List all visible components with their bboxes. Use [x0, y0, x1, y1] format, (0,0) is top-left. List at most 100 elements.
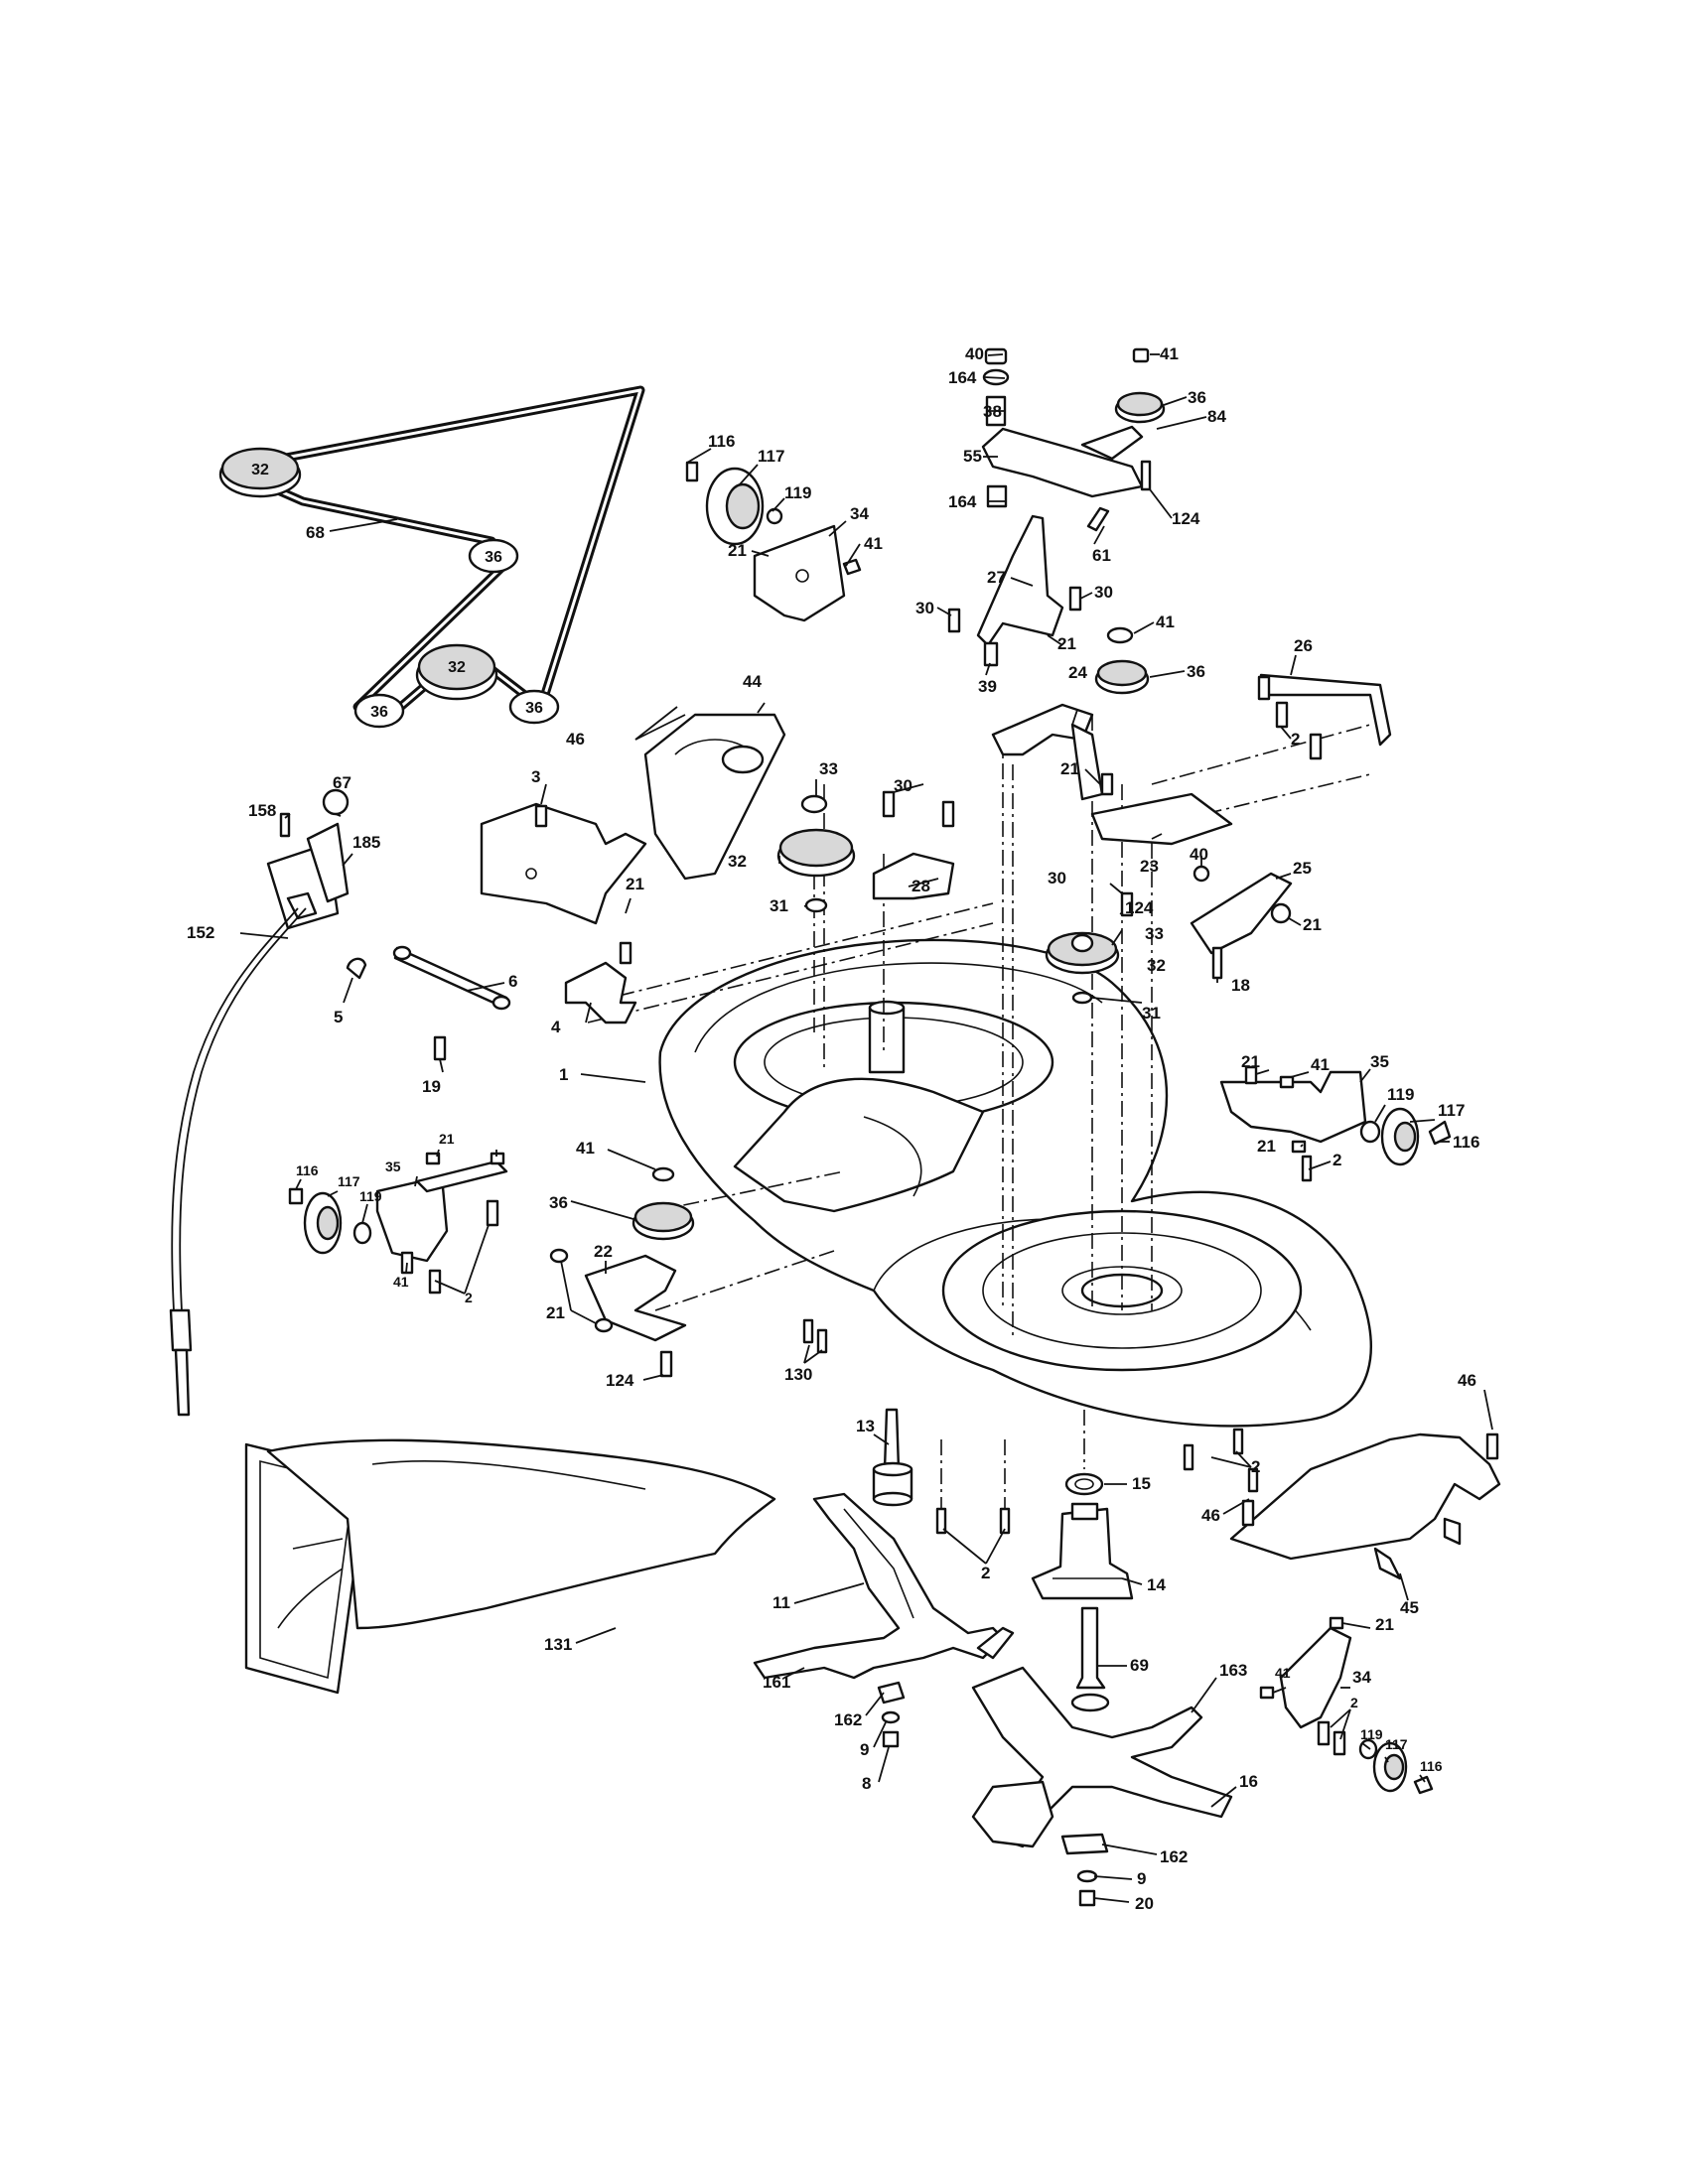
- callout-61: 61: [1092, 546, 1111, 565]
- callout-35: 35: [385, 1159, 401, 1174]
- callout-22: 22: [594, 1242, 613, 1261]
- callout-21: 21: [626, 875, 644, 893]
- callout-21: 21: [1375, 1615, 1394, 1634]
- callout-21: 21: [1257, 1137, 1276, 1156]
- callout-23: 23: [1140, 857, 1159, 876]
- callout-21: 21: [439, 1131, 455, 1147]
- deck-hanger-bracket-front-left: [346, 802, 647, 1061]
- callout-161: 161: [763, 1673, 790, 1692]
- callout-20: 20: [1135, 1894, 1154, 1913]
- callout-26: 26: [1294, 636, 1313, 655]
- callout-31: 31: [1142, 1004, 1161, 1023]
- callout-46: 46: [566, 730, 585, 749]
- callout-33: 33: [819, 759, 838, 778]
- callout-21: 21: [546, 1303, 565, 1322]
- callout-41: 41: [1275, 1665, 1291, 1681]
- callout-38: 38: [983, 402, 1002, 421]
- callout-19: 19: [422, 1077, 441, 1096]
- callout-117: 117: [338, 1173, 360, 1189]
- callout-25: 25: [1293, 859, 1312, 878]
- callout-21: 21: [728, 541, 747, 560]
- idler-bracket-right-top: [991, 673, 1392, 846]
- callout-21: 21: [1057, 634, 1076, 653]
- callout-2: 2: [1291, 730, 1300, 749]
- callout-67: 67: [333, 773, 351, 792]
- callout-33: 33: [1145, 924, 1164, 943]
- callout-164: 164: [948, 492, 977, 511]
- callout-4: 4: [551, 1018, 561, 1036]
- callout-164: 164: [948, 368, 977, 387]
- callout-45: 45: [1400, 1598, 1419, 1617]
- callout-2: 2: [465, 1290, 473, 1305]
- pulley-36-left-deck: [632, 1166, 695, 1241]
- pulley-label: 36: [485, 549, 502, 566]
- callout-131: 131: [544, 1635, 572, 1654]
- callout-6: 6: [508, 972, 517, 991]
- pulley-label: 32: [448, 659, 466, 676]
- callout-163: 163: [1219, 1661, 1247, 1680]
- callout-28: 28: [912, 877, 930, 895]
- center-pulley-assembly: [643, 713, 955, 913]
- callout-39: 39: [978, 677, 997, 696]
- mower-deck-housing: [658, 938, 1372, 1428]
- callout-116: 116: [708, 432, 735, 451]
- belt-pulley-32-center: 32: [415, 643, 498, 701]
- mower-blade-right: [971, 1666, 1233, 1907]
- callout-116: 116: [1453, 1133, 1479, 1152]
- callout-2: 2: [981, 1564, 990, 1582]
- callout-119: 119: [1387, 1085, 1414, 1104]
- callout-9: 9: [1137, 1869, 1146, 1888]
- callout-21: 21: [1060, 759, 1079, 778]
- callout-116: 116: [1420, 1758, 1443, 1774]
- callout-130: 130: [784, 1365, 812, 1384]
- callout-5: 5: [334, 1008, 343, 1026]
- callout-32: 32: [728, 852, 747, 871]
- callout-41: 41: [1156, 613, 1175, 631]
- callout-44: 44: [743, 672, 762, 691]
- callout-68: 68: [306, 523, 325, 542]
- callout-32: 32: [1147, 956, 1166, 975]
- deck-hanger-bracket-rear-left: [549, 1248, 828, 1378]
- callout-14: 14: [1147, 1575, 1166, 1594]
- idler-assembly-right: [1219, 1065, 1452, 1182]
- callout-46: 46: [1458, 1371, 1476, 1390]
- callout-41: 41: [1160, 344, 1179, 363]
- callout-27: 27: [987, 568, 1006, 587]
- callout-13: 13: [856, 1417, 875, 1435]
- callout-41: 41: [864, 534, 883, 553]
- belt-pulley-36-right: 36: [508, 689, 560, 725]
- callout-1: 1: [559, 1065, 568, 1084]
- callout-36: 36: [549, 1193, 568, 1212]
- height-adjustment-lever-assembly: [169, 788, 350, 1417]
- callout-158: 158: [248, 801, 276, 820]
- callout-3: 3: [531, 767, 540, 786]
- pulley-label: 36: [525, 700, 543, 717]
- callout-21: 21: [1303, 915, 1322, 934]
- idler-bracket-right-lower: [1045, 865, 1293, 1005]
- callout-40: 40: [1190, 845, 1208, 864]
- pulley-label: 32: [251, 462, 269, 478]
- spindle-left: [872, 1408, 1011, 1535]
- callout-15: 15: [1132, 1474, 1151, 1493]
- callout-41: 41: [576, 1139, 595, 1158]
- callout-16: 16: [1239, 1772, 1258, 1791]
- callout-55: 55: [963, 447, 982, 466]
- callout-185: 185: [352, 833, 380, 852]
- pulley-label: 36: [370, 704, 388, 721]
- belt-pulley-36-mid: 36: [468, 538, 519, 574]
- leader-lines: [239, 353, 1493, 1903]
- callout-30: 30: [1094, 583, 1113, 602]
- callout-21: 21: [1241, 1052, 1260, 1071]
- callout-24: 24: [1068, 663, 1087, 682]
- callout-119: 119: [359, 1188, 382, 1204]
- callout-8: 8: [862, 1774, 871, 1793]
- callout-31: 31: [770, 896, 788, 915]
- callout-119: 119: [1360, 1726, 1383, 1742]
- belt-pulley-36-left: 36: [353, 693, 405, 729]
- callout-36: 36: [1188, 388, 1206, 407]
- rear-baffle-right: [1229, 1433, 1501, 1580]
- callout-41: 41: [393, 1274, 409, 1290]
- callout-labels: 68 116 117 119 34 21 41 40 164 38 55 164…: [187, 344, 1479, 1913]
- callout-162: 162: [1160, 1847, 1188, 1866]
